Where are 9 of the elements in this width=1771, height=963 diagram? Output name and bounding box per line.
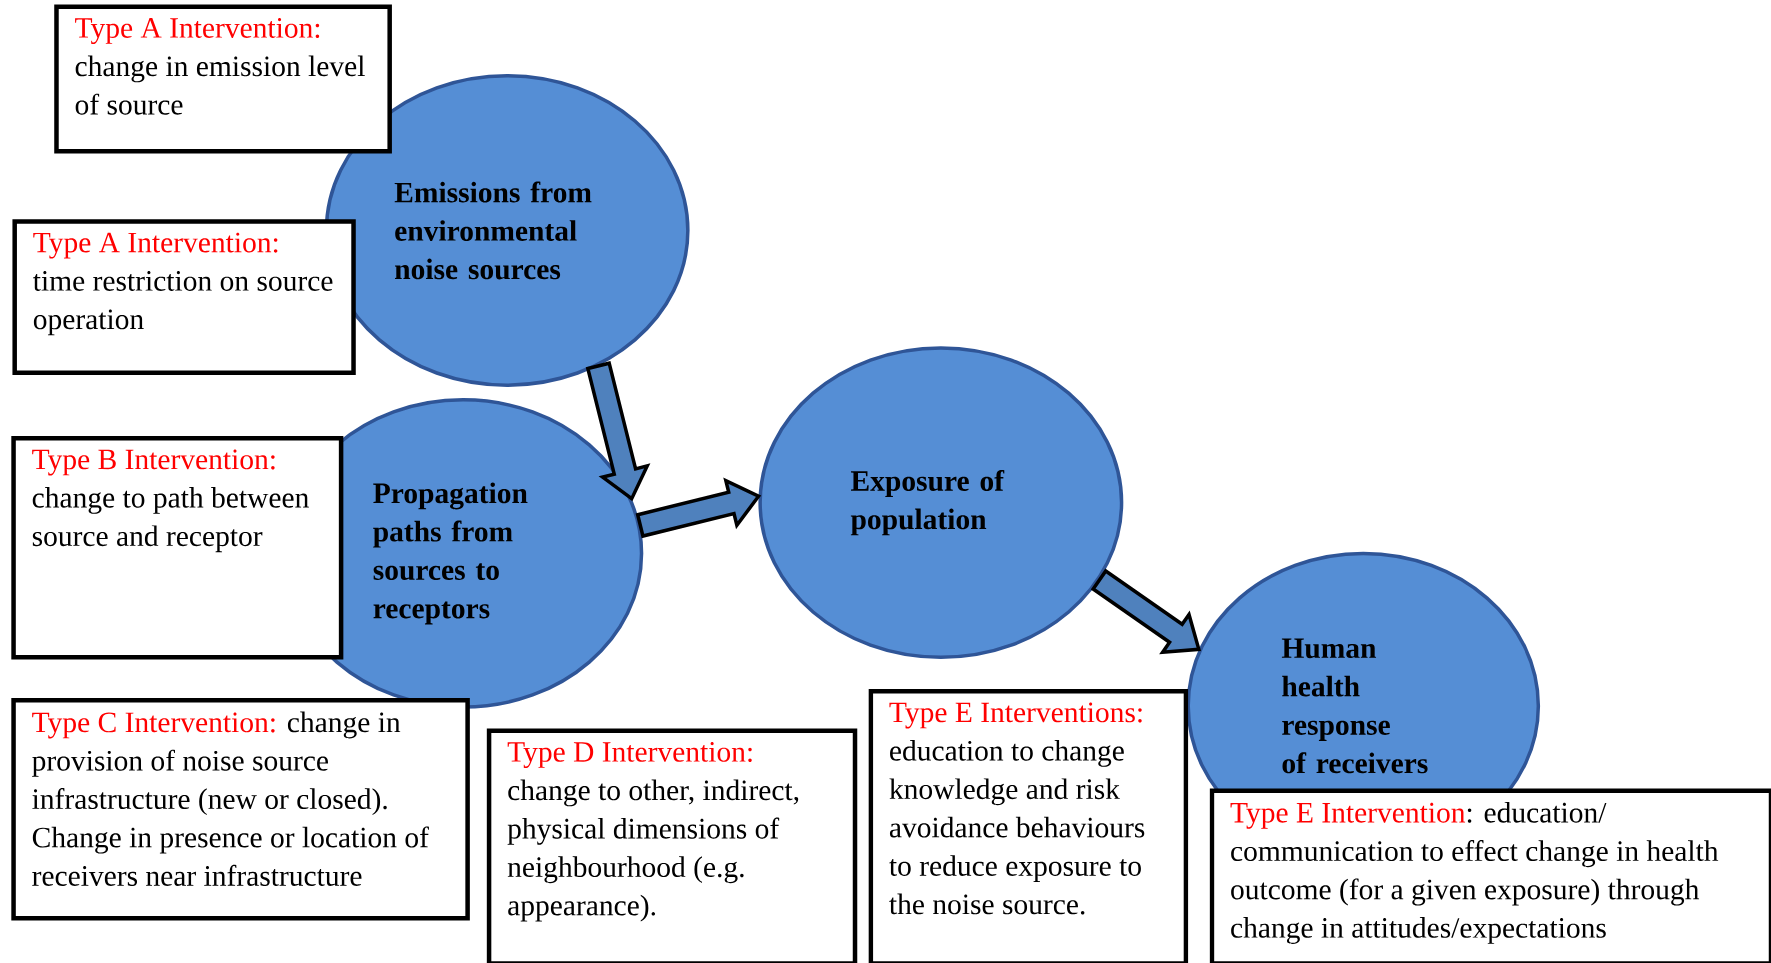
text-box: Type C Intervention: change in provision of noise source infrastructure (new or closed). Change in presence or location of receivers near infrastructure	[11, 697, 470, 921]
ellipse-node: Exposure of population	[758, 345, 1124, 659]
text-box: Type E Interventions: education to change knowledge and risk avoidance behaviours to reduce exposure to the noise source.	[868, 688, 1189, 963]
text-box: Type A Intervention: time restriction on source operation	[12, 218, 356, 375]
text-box: Type E Intervention: education/ communication to effect change in health outcome (for a given exposure) through change in attitudes/expectations	[1209, 788, 1771, 963]
text-box: Type A Intervention: change in emission level of source	[54, 4, 392, 154]
text-box: Type D Intervention: change to other, indirect, physical dimensions of neighbourhood (e.g. appearance).	[486, 728, 858, 963]
block-arrow	[635, 477, 762, 538]
text-box: Type B Intervention: change to path between source and receptor	[11, 435, 344, 660]
